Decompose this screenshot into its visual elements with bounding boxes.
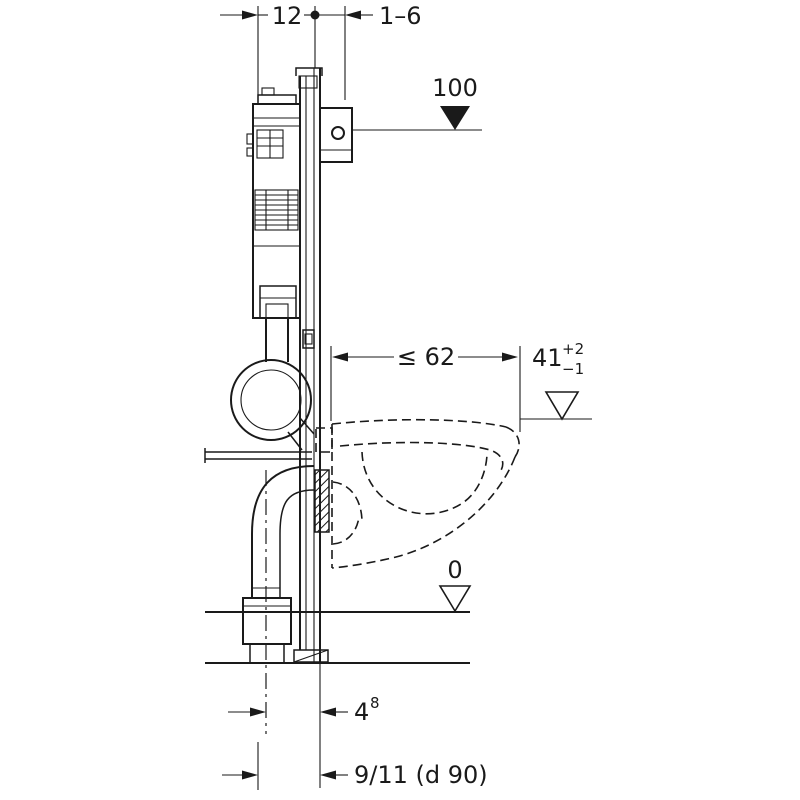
level-triangle-filled-icon [440, 106, 470, 130]
flush-valve [259, 285, 297, 319]
dimension-bowl-depth: ≤ 62 [330, 343, 521, 432]
arrowhead-left-icon [320, 770, 336, 780]
dimension-wall-range: 1–6 [315, 2, 422, 100]
cistern-label-band [254, 189, 299, 231]
flush-clamp [302, 329, 315, 349]
arrowhead-right-icon [250, 707, 266, 717]
dim-wall-range-label: 1–6 [379, 2, 422, 30]
fixing-plate [314, 427, 333, 533]
arrowhead-left-icon [332, 352, 348, 362]
level-marker-100: 100 [352, 74, 482, 131]
dimension-drain-position: 9/11 (d 90) [222, 742, 488, 790]
flush-bend [230, 318, 315, 451]
frame-top-cap [295, 67, 323, 76]
support-bracket [204, 448, 312, 463]
arrowhead-right-icon [242, 770, 258, 780]
dim-frame-offset-label: 12 [272, 2, 303, 30]
floor-lines [205, 611, 470, 664]
dim-outlet-offset-label: 4 8 [354, 694, 380, 726]
dim-bowl-depth-label: ≤ 62 [397, 343, 455, 371]
arrowhead-right-icon [502, 352, 518, 362]
drain-pipe [242, 465, 315, 662]
dimension-frame-offset: 12 [220, 2, 320, 102]
level-marker-seat-height: 41 +2 −1 [520, 332, 592, 421]
cistern-lid [257, 94, 297, 105]
level-marker-floor: 0 [438, 556, 472, 613]
mounting-frame [293, 67, 329, 788]
seat-height-label: 41 +2 −1 [532, 332, 592, 378]
arrowhead-left-icon [320, 707, 336, 717]
level-triangle-open-icon [544, 391, 580, 421]
frame-foot [293, 649, 329, 663]
arrowhead-left-icon [345, 10, 361, 20]
supply-connection-box [319, 107, 353, 163]
level-100-label: 100 [432, 74, 478, 102]
toilet-bowl-outline [331, 418, 520, 569]
seat-fixing-dashed [315, 427, 333, 453]
supply-connection-point [331, 126, 345, 140]
cistern [246, 87, 301, 319]
dim-drain-position-label: 9/11 (d 90) [354, 761, 488, 789]
dimension-outlet-offset: 4 8 [228, 694, 380, 726]
drain-socket [242, 597, 292, 645]
level-triangle-open-icon [438, 585, 472, 613]
floor-level-label: 0 [447, 556, 462, 584]
arrowhead-right-icon [242, 10, 258, 20]
fixing-bolt-plate [314, 469, 330, 533]
